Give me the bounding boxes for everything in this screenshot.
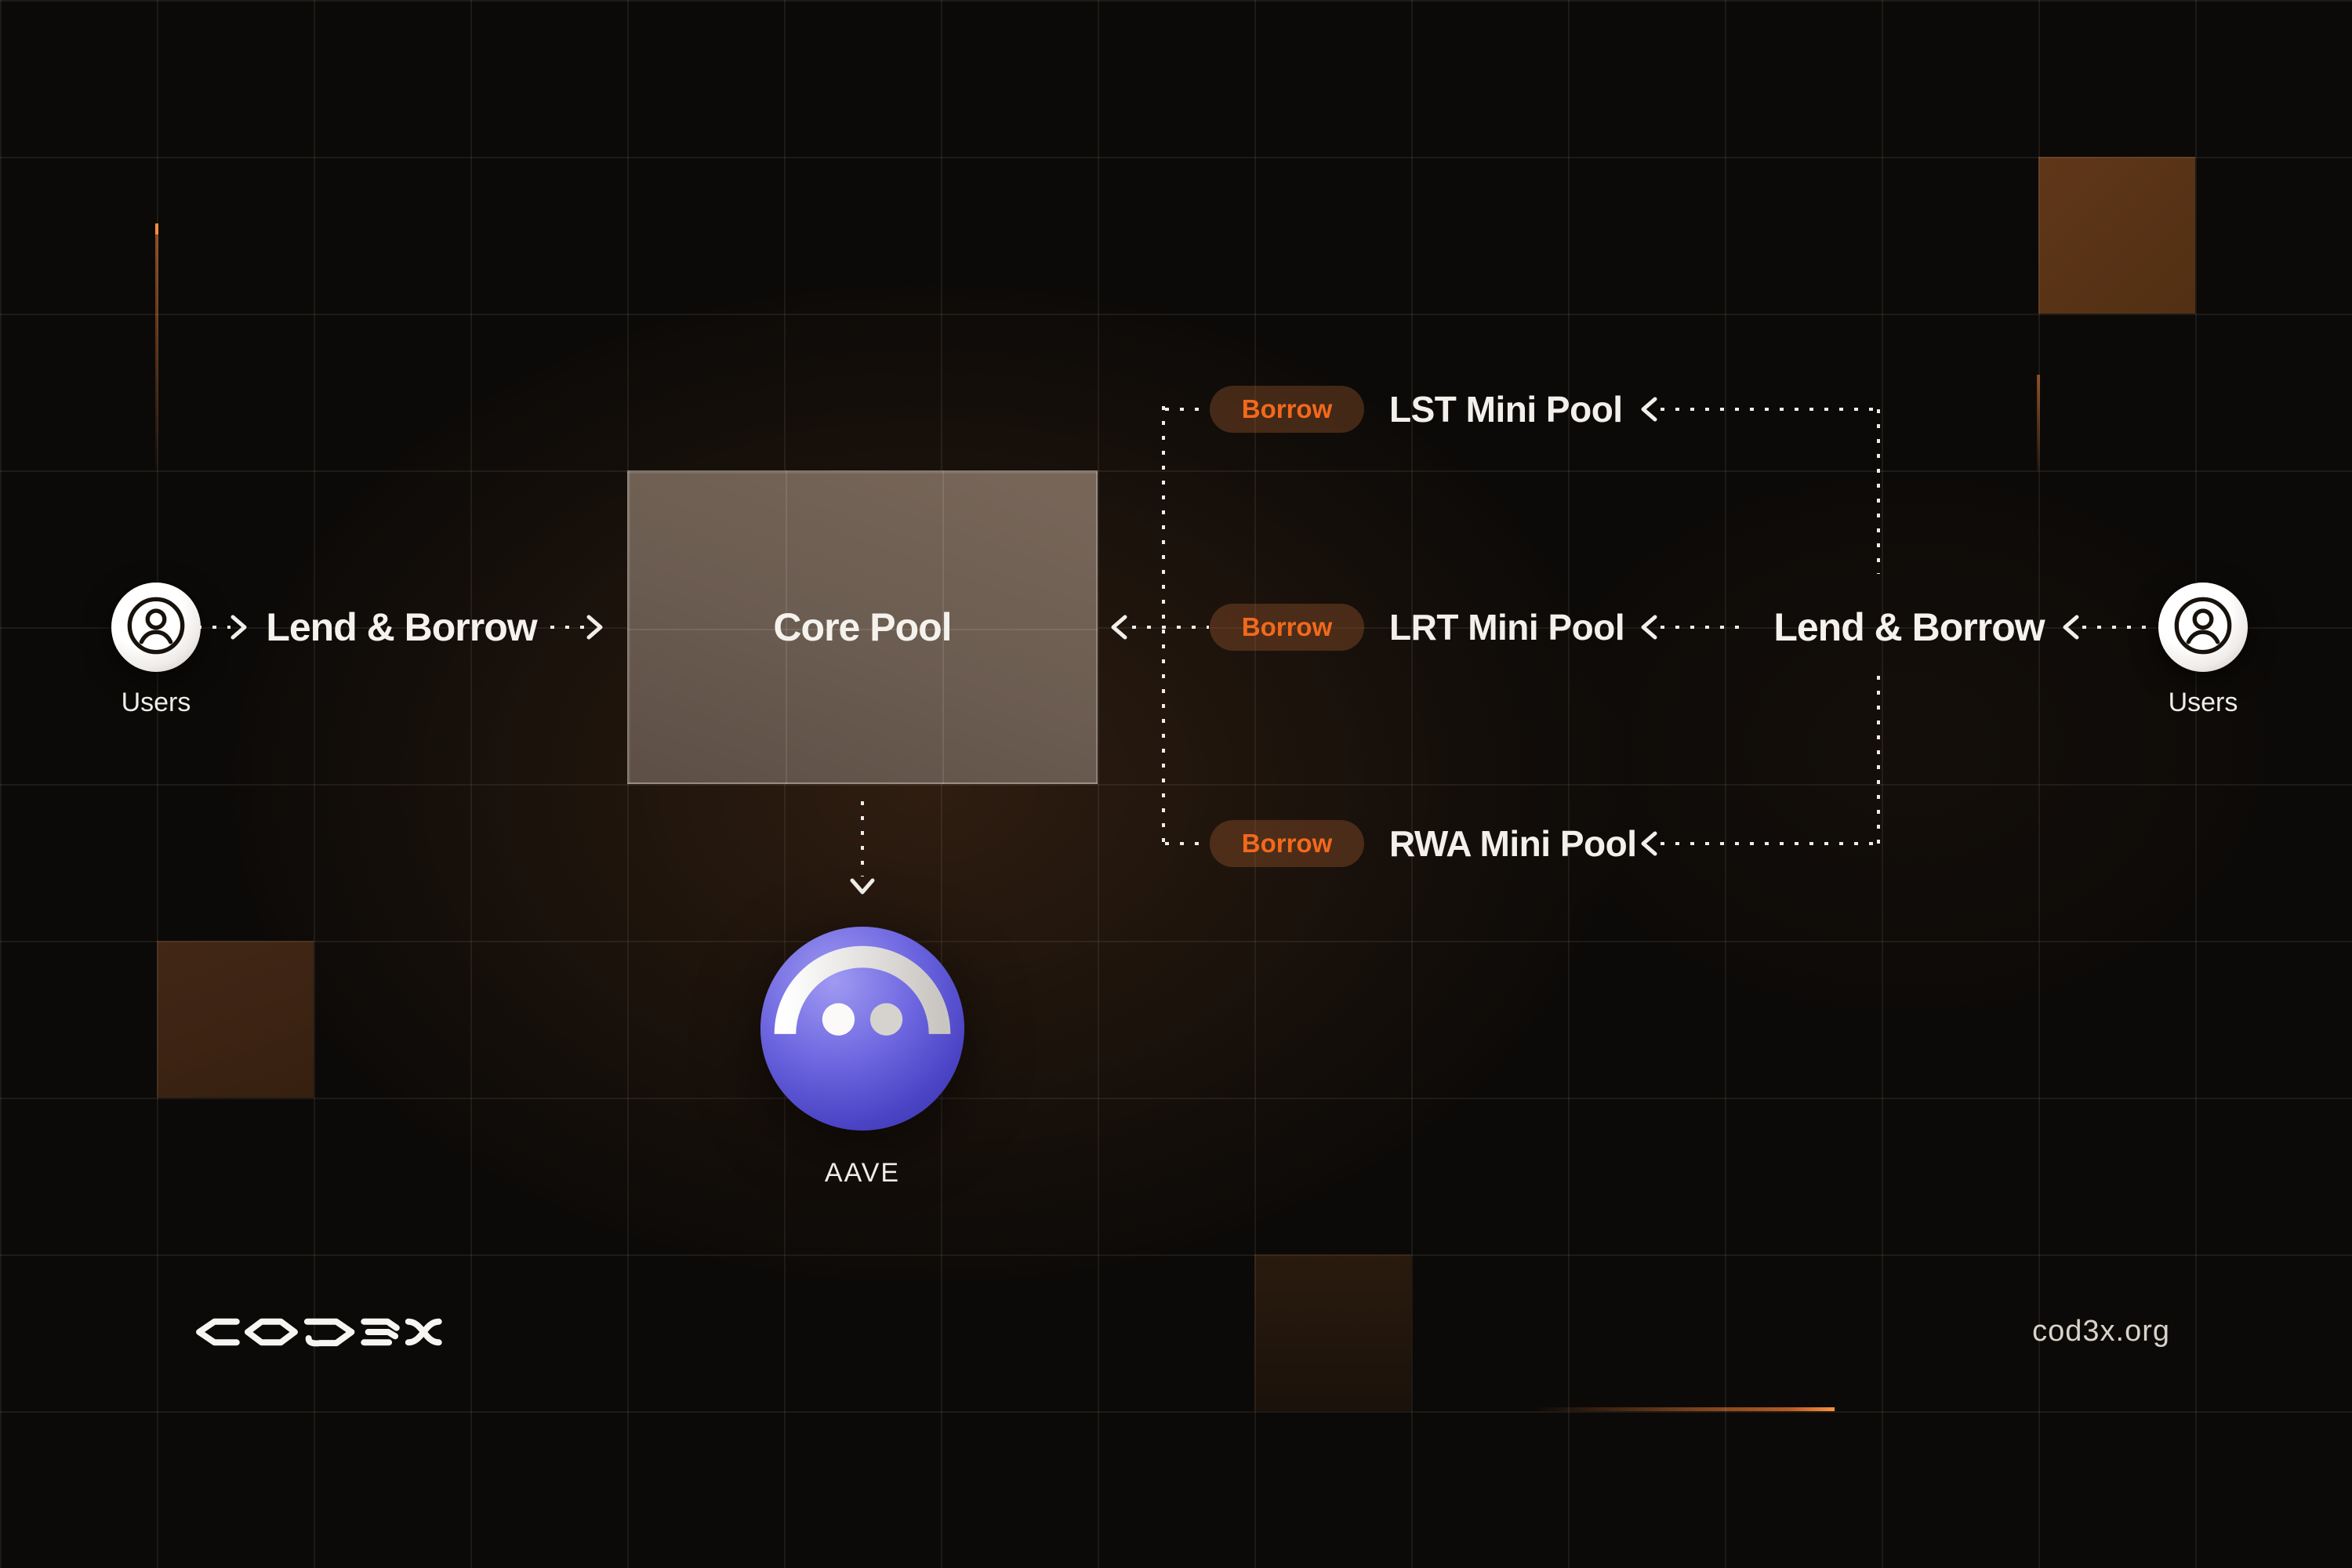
borrow-badge-label: Borrow bbox=[1241, 829, 1333, 858]
arrow-left-icon bbox=[1639, 395, 1659, 427]
left-users-label: Users bbox=[121, 688, 191, 717]
dotted-connector-right-vertical-lower bbox=[1877, 676, 1880, 844]
borrow-badge-lrt: Borrow bbox=[1210, 604, 1364, 651]
arrow-left-icon bbox=[1109, 613, 1129, 645]
arrow-left-icon bbox=[1639, 829, 1659, 862]
left-users-avatar bbox=[111, 583, 201, 672]
accent-square-left bbox=[157, 941, 314, 1098]
core-pool-label: Core Pool bbox=[773, 605, 952, 649]
dotted-connector-lrt-right bbox=[1661, 626, 1750, 629]
borrow-badge-label: Borrow bbox=[1241, 612, 1333, 641]
dotted-connector-rightusers-to-lend bbox=[2082, 626, 2154, 629]
right-flow-label: Lend & Borrow bbox=[1773, 605, 2045, 649]
user-circle-icon bbox=[2169, 592, 2237, 663]
lst-mini-pool-label: LST Mini Pool bbox=[1389, 389, 1623, 430]
accent-line-right bbox=[2037, 375, 2040, 470]
arrow-left-icon bbox=[1639, 613, 1659, 645]
borrow-badge-lst: Borrow bbox=[1210, 386, 1364, 433]
aave-label: AAVE bbox=[824, 1158, 901, 1188]
dotted-connector-rwa-branch bbox=[1165, 842, 1209, 845]
arrow-right-icon bbox=[585, 613, 605, 645]
user-circle-icon bbox=[122, 592, 190, 663]
dotted-connector-left-vertical bbox=[1162, 406, 1165, 845]
dotted-connector-lst-branch bbox=[1165, 408, 1209, 411]
rwa-mini-pool-label: RWA Mini Pool bbox=[1389, 823, 1637, 864]
dotted-connector-corepool-branch bbox=[1132, 626, 1209, 629]
accent-square-top-right bbox=[2038, 157, 2195, 314]
dotted-connector-rwa-right bbox=[1661, 842, 1878, 845]
arrow-right-icon bbox=[229, 613, 249, 645]
right-users-avatar bbox=[2158, 583, 2248, 672]
dotted-connector-lst-right bbox=[1661, 408, 1878, 411]
right-users-label: Users bbox=[2168, 688, 2238, 717]
dotted-connector-users-to-lend-left bbox=[198, 626, 230, 629]
arrow-left-icon bbox=[2060, 613, 2081, 645]
borrow-badge-label: Borrow bbox=[1241, 394, 1333, 423]
dotted-connector-corepool-to-aave bbox=[861, 801, 864, 877]
arrow-down-icon bbox=[848, 875, 877, 901]
borrow-badge-rwa: Borrow bbox=[1210, 820, 1364, 867]
core-pool-box: Core Pool bbox=[627, 470, 1098, 784]
cod3x-logo bbox=[194, 1314, 443, 1350]
accent-line-bottom bbox=[1535, 1407, 1835, 1411]
dotted-connector-lend-to-corepool bbox=[550, 626, 585, 629]
accent-line-left bbox=[155, 223, 158, 470]
site-url: cod3x.org bbox=[2032, 1315, 2170, 1348]
aave-logo-icon bbox=[758, 924, 967, 1133]
left-flow-label: Lend & Borrow bbox=[266, 605, 537, 649]
accent-square-bottom-center bbox=[1254, 1254, 1411, 1411]
dotted-connector-right-vertical-upper bbox=[1877, 409, 1880, 574]
lrt-mini-pool-label: LRT Mini Pool bbox=[1389, 607, 1625, 648]
